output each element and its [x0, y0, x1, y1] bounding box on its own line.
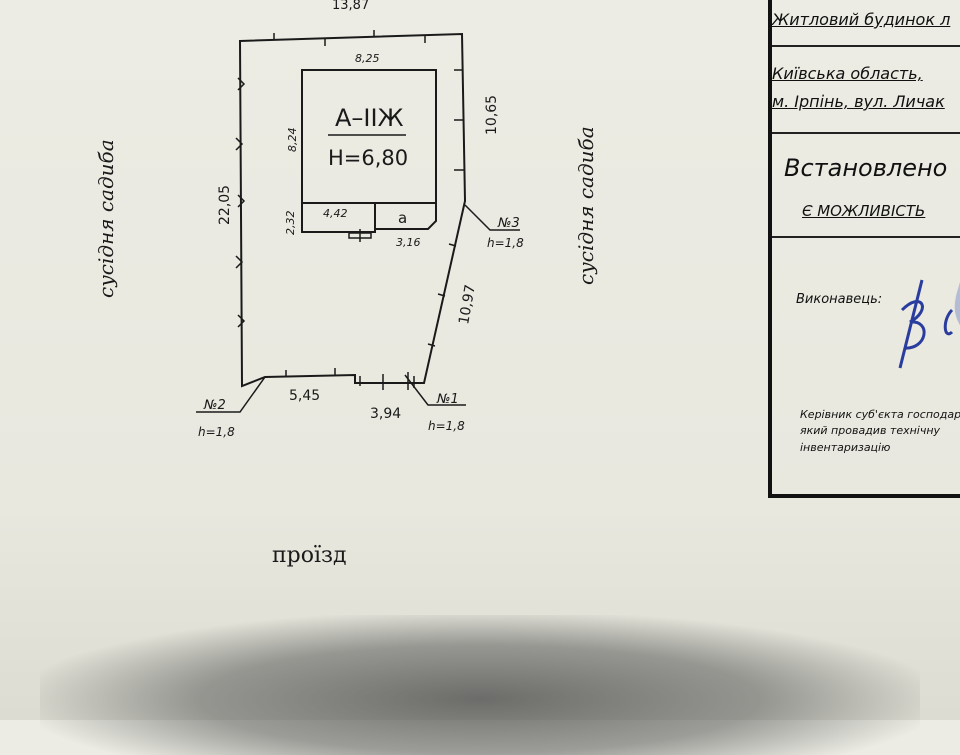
- point-3-id: №3: [497, 216, 520, 231]
- dim-building-width: 8,25: [355, 52, 380, 65]
- established-label: Встановлено: [784, 154, 948, 182]
- dim-annex-height: 2,32: [284, 211, 297, 236]
- point-1-id: №1: [436, 392, 459, 407]
- neighbor-left-label: сусідня садиба: [94, 139, 118, 298]
- dim-diagonal: 10,97: [456, 283, 479, 325]
- annex-label: а: [398, 209, 407, 227]
- dim-top: 13,87: [332, 0, 369, 13]
- dim-left: 22,05: [217, 185, 233, 225]
- point-2-id: №2: [203, 398, 226, 413]
- dim-annex-width: 4,42: [323, 207, 348, 220]
- building-label: А–ІІЖ: [335, 104, 404, 132]
- site-plan: 13,87 8,25 8,24 10,65 22,05 4,42 2,32 3,…: [94, 0, 598, 568]
- dim-bottom-right: 3,94: [370, 406, 401, 422]
- dim-right: 10,65: [484, 95, 500, 135]
- dim-bottom-left: 5,45: [289, 388, 320, 404]
- address-line-1: Київська область,: [772, 64, 923, 83]
- head-line-3: інвентаризацію: [800, 441, 891, 454]
- dim-annex-right: 3,16: [396, 236, 421, 249]
- point-1-h: h=1,8: [428, 419, 465, 433]
- plot-boundary: [238, 32, 467, 388]
- building-main: [301, 69, 437, 204]
- possibility-label: є можливість: [802, 202, 926, 220]
- dim-building-height: 8,24: [286, 128, 299, 153]
- head-line-2: який провадив технічну: [800, 424, 941, 437]
- neighbor-right-label: сусідня садиба: [574, 126, 598, 285]
- address-line-2: м. Ірпінь, вул. Личак: [772, 92, 945, 111]
- signature: [898, 279, 960, 369]
- photo-shadow: [40, 615, 920, 755]
- performer-label: Виконавець:: [796, 292, 883, 307]
- object-name: Житловий будинок л: [772, 10, 951, 29]
- passage-label: проїзд: [272, 543, 347, 568]
- building-height: Н=6,80: [328, 146, 408, 170]
- point-3-h: h=1,8: [487, 236, 524, 250]
- point-2-h: h=1,8: [198, 425, 235, 439]
- title-block: Житловий будинок л Київська область, м. …: [768, 0, 960, 498]
- head-line-1: Керівник суб'єкта господар: [800, 408, 960, 421]
